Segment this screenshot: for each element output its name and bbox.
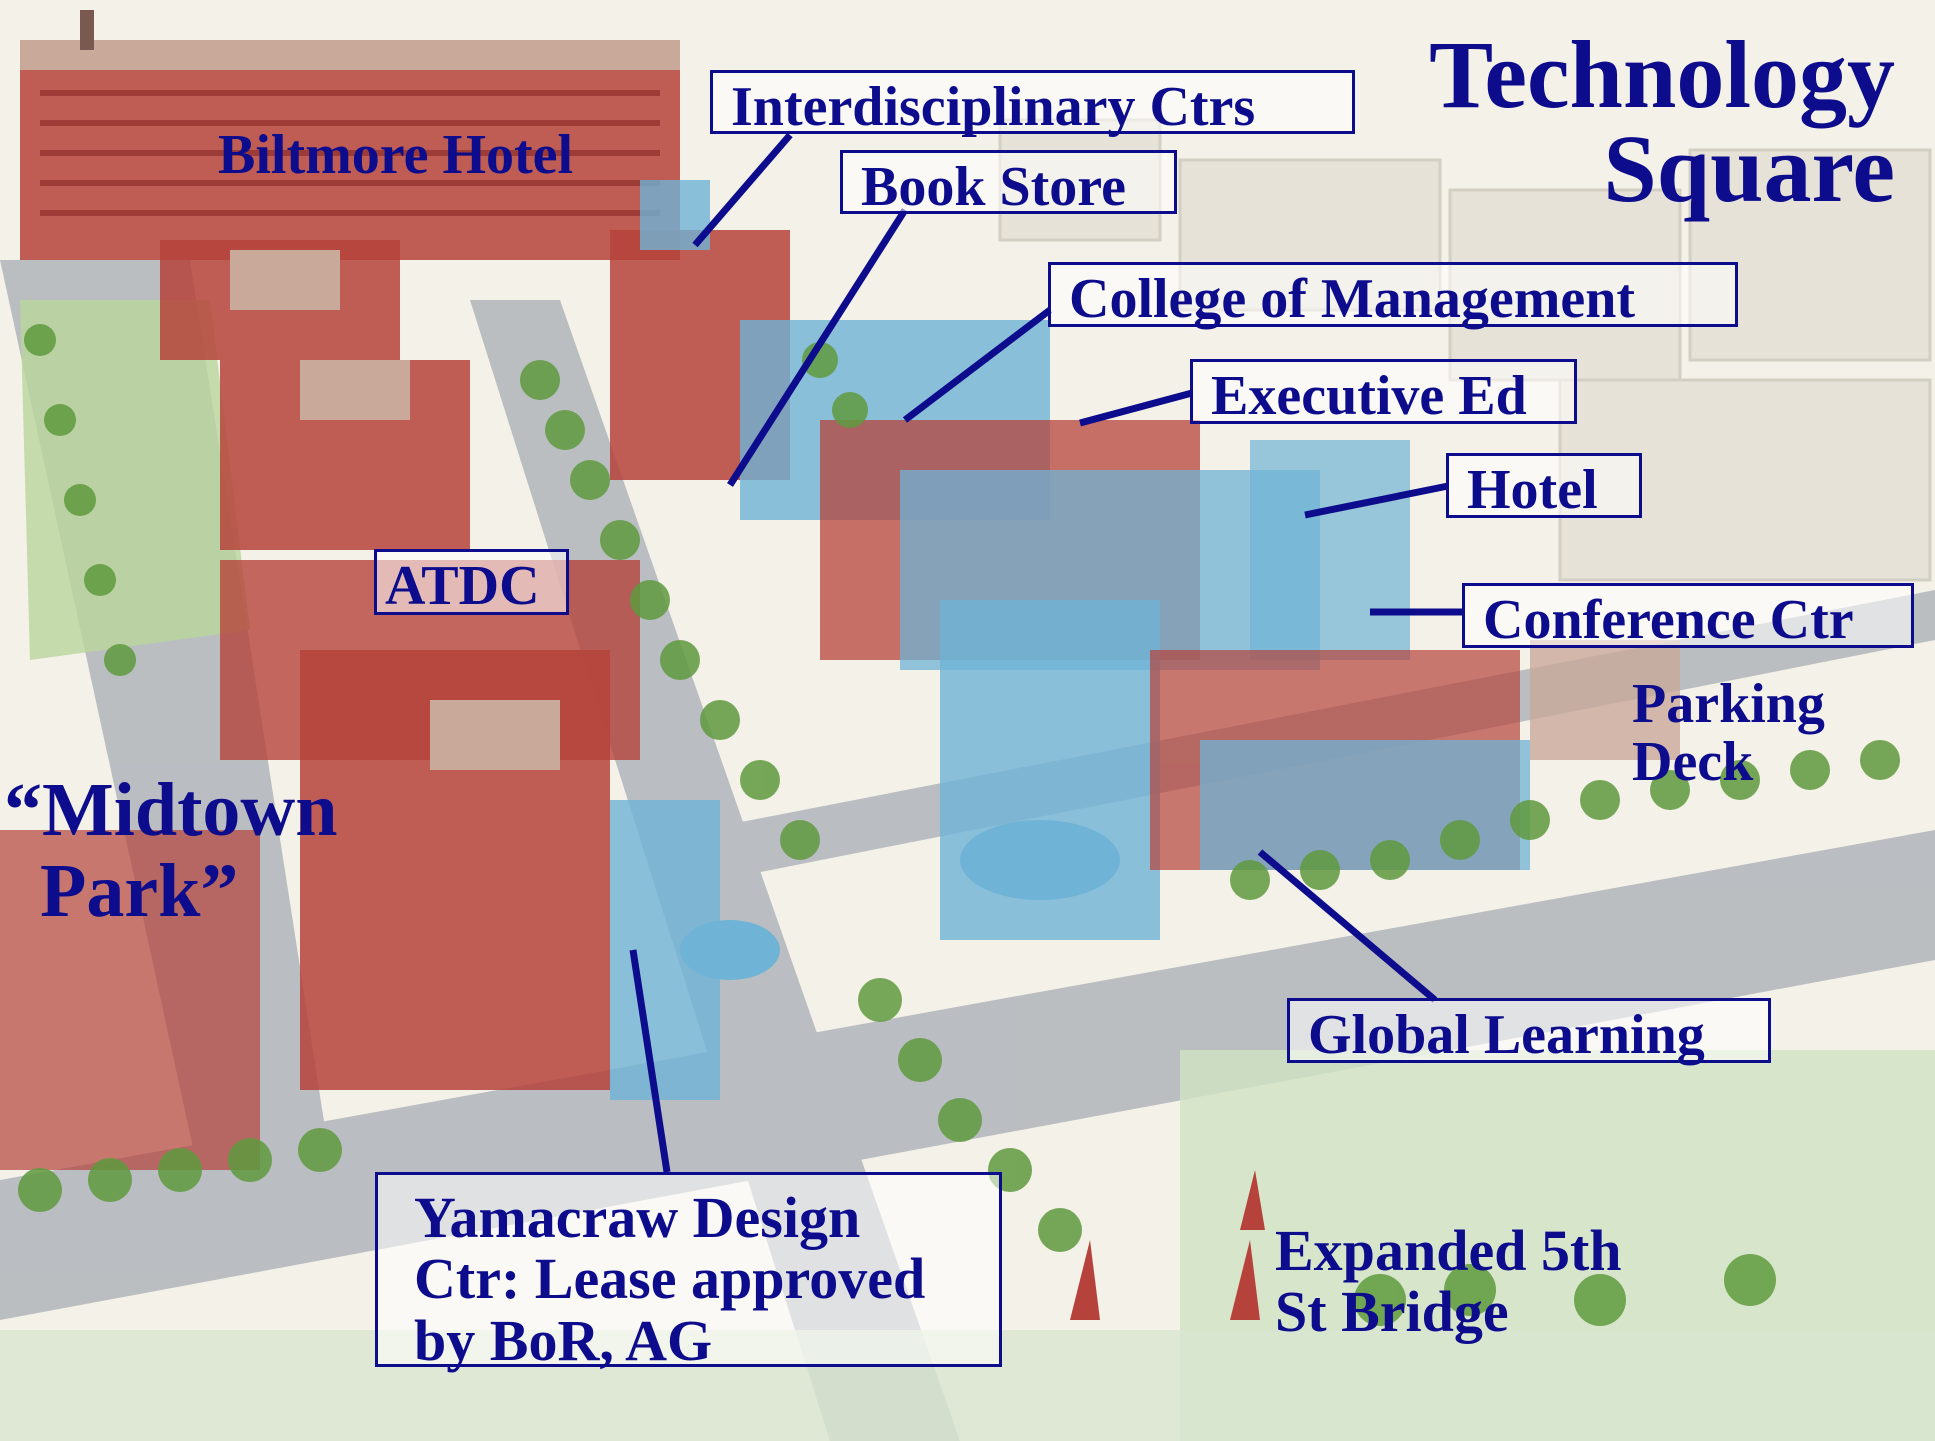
executive-ed-text: Executive Ed [1211,365,1527,427]
label-box-college-of-management: College of Management [1048,262,1738,327]
leader-hotel [1304,482,1449,519]
parking-deck-line-1: Parking [1632,673,1825,735]
global-learning-text: Global Learning [1308,1004,1705,1066]
central-building-complex [610,180,1680,940]
leader-interdisciplinary [692,132,793,248]
bridge-line-2: St Bridge [1275,1279,1509,1345]
interdisciplinary-ctrs-text: Interdisciplinary Ctrs [731,76,1256,138]
leader-executive-ed [1079,389,1193,427]
bridge-line-1: Expanded 5th [1275,1218,1622,1283]
label-box-yamacraw-design-ctr: Yamacraw Design Ctr: Lease approved by B… [375,1172,1002,1371]
midtown-park-line-2: Park” [40,848,239,933]
yamacraw-line-1: Yamacraw Design [414,1185,861,1250]
left-brick-buildings [0,240,780,1170]
title-line-2: Square [1603,115,1895,223]
parking-deck-line-2: Deck [1632,730,1754,793]
leader-global-learning [1257,849,1438,1003]
atdc-text: ATDC [385,555,540,617]
leader-book-store [727,208,908,487]
label-box-hotel: Hotel [1446,453,1642,518]
leader-yamacraw [629,949,671,1173]
conference-ctr-text: Conference Ctr [1483,589,1854,651]
page-title: Technology Square [1429,21,1895,223]
midtown-park-line-1: “Midtown [4,768,338,852]
label-biltmore-hotel: Biltmore Hotel [218,124,574,186]
hotel-text: Hotel [1467,459,1598,521]
title-line-1: Technology [1429,21,1895,128]
yamacraw-line-3: by BoR, AG [414,1307,713,1373]
label-midtown-park: “Midtown Park” [4,770,338,931]
label-parking-deck: Parking Deck [1632,673,1825,793]
label-box-global-learning: Global Learning [1287,998,1771,1063]
label-box-atdc: ATDC [374,549,569,615]
leader-college-of-management [902,307,1053,423]
bridge-pylons [1070,1170,1265,1320]
midtown-park-green [20,300,250,660]
street-trees [18,324,1900,1326]
yamacraw-line-2: Ctr: Lease approved [414,1246,926,1312]
biltmore-hotel-building [20,10,680,260]
label-box-executive-ed: Executive Ed [1190,359,1577,424]
label-box-book-store: Book Store [840,150,1177,218]
label-box-conference-ctr: Conference Ctr [1462,583,1914,648]
book-store-text: Book Store [861,156,1126,218]
label-expanded-5th-st-bridge: Expanded 5th St Bridge [1275,1220,1622,1343]
college-of-management-text: College of Management [1069,268,1636,330]
label-box-interdisciplinary-ctrs: Interdisciplinary Ctrs [710,70,1355,138]
